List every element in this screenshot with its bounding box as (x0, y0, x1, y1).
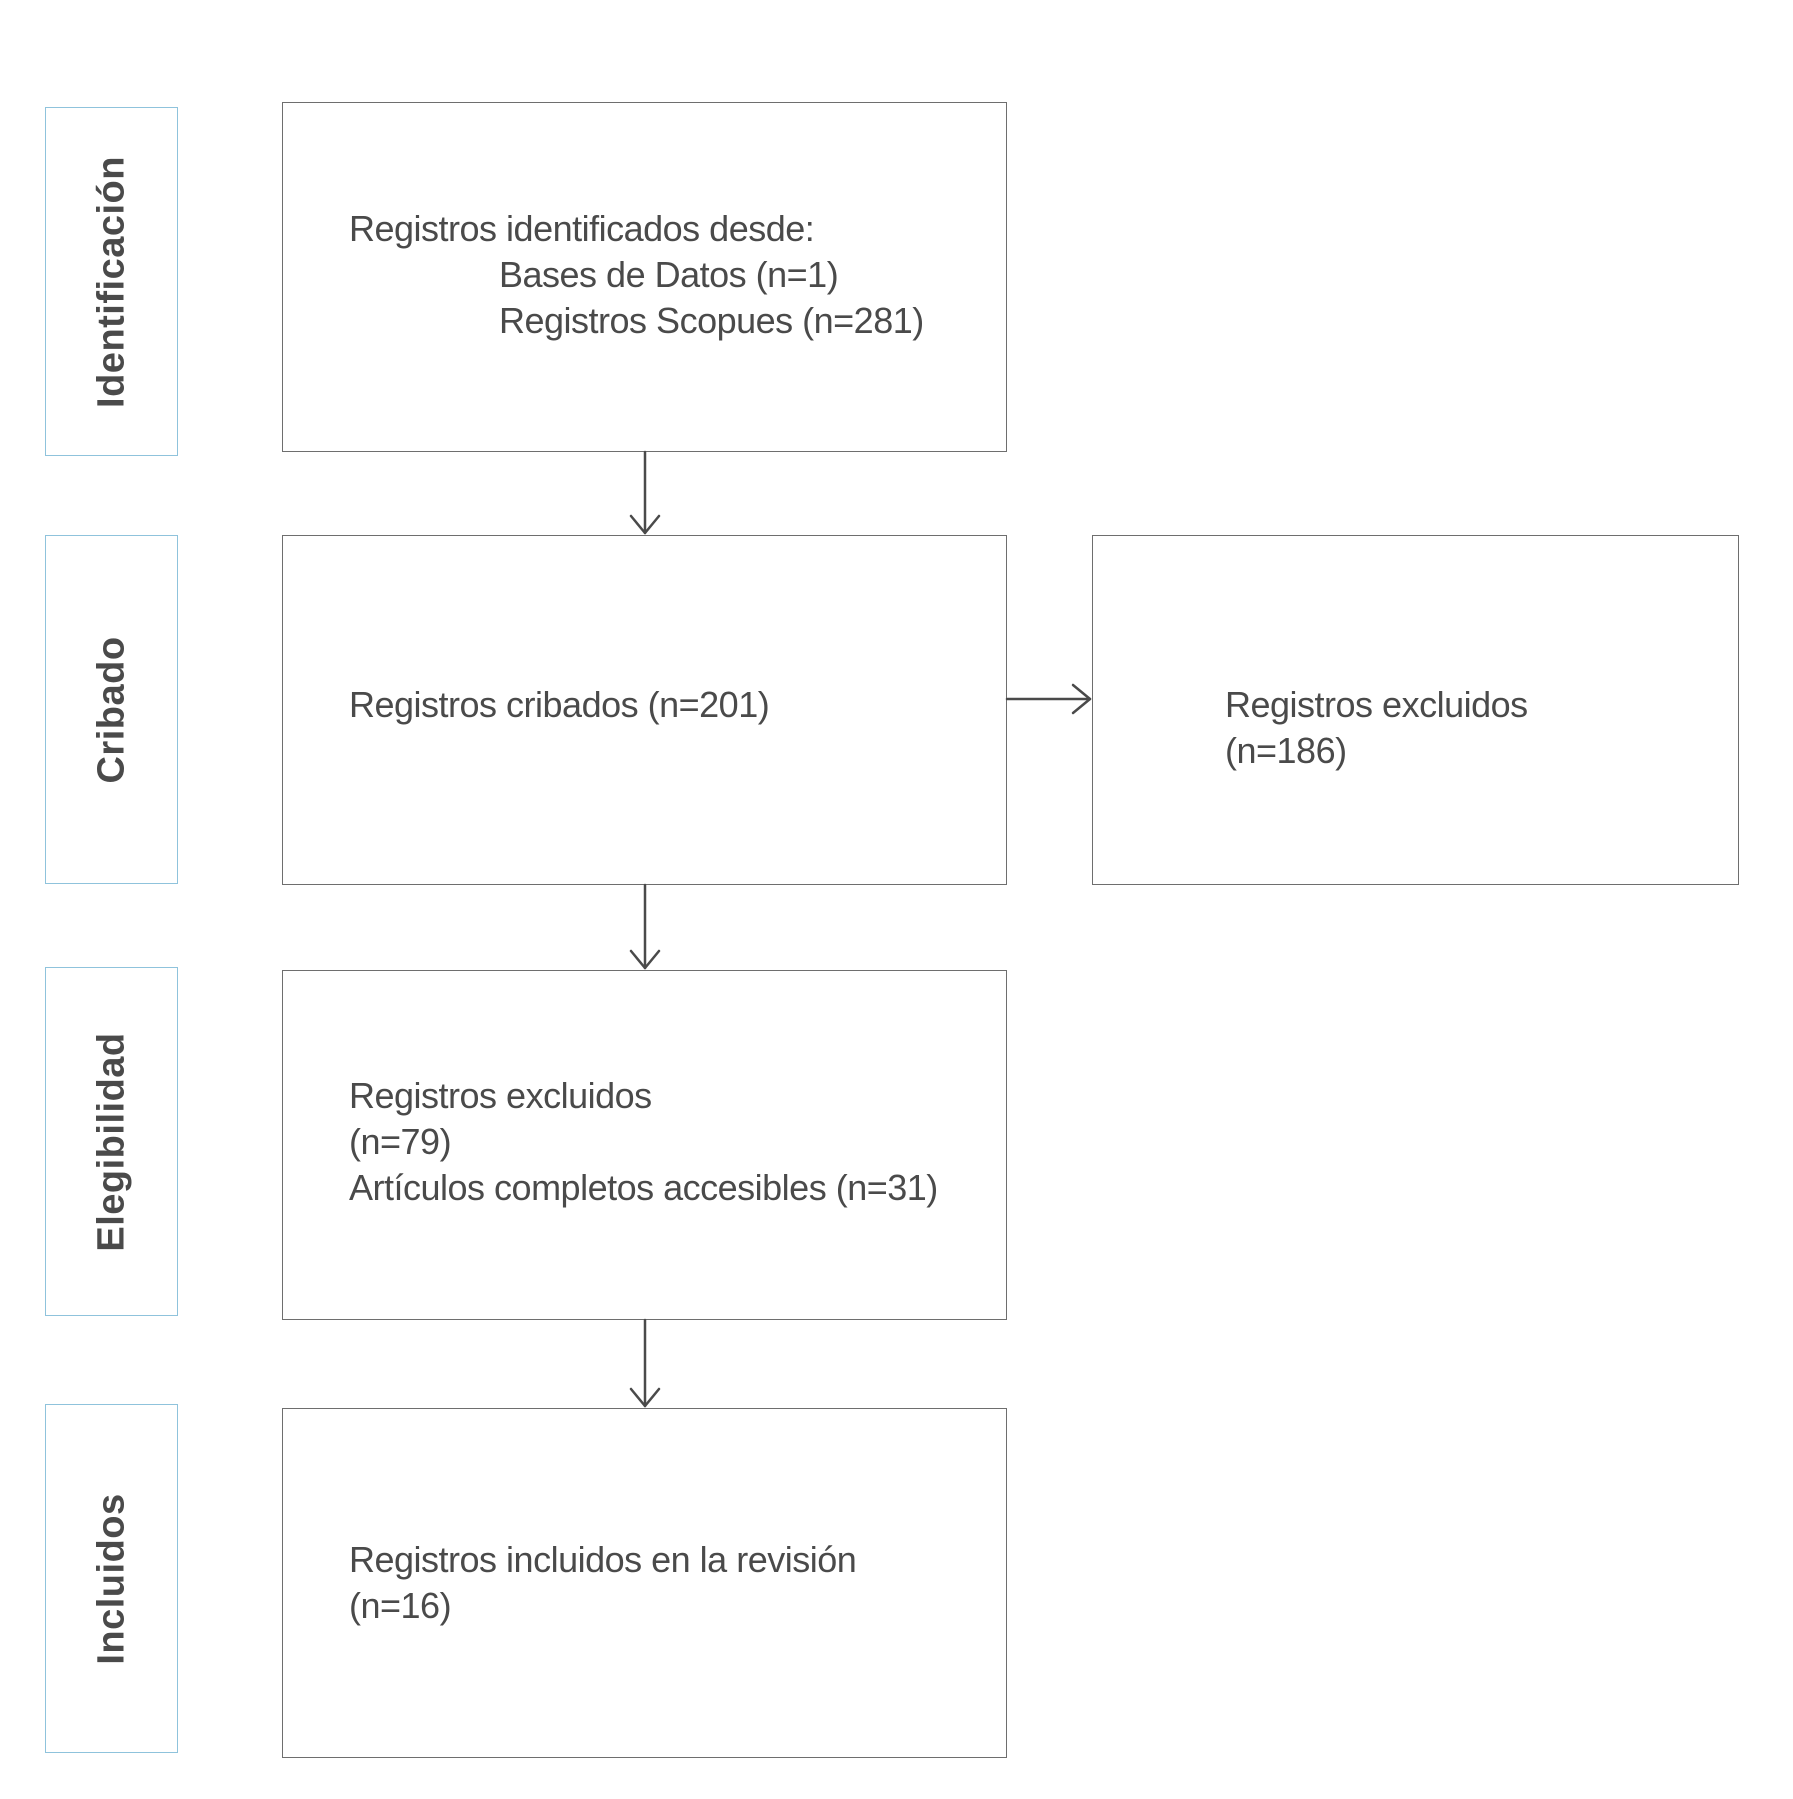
eligibility-excluded-count: (n=79) (349, 1121, 452, 1162)
eligibility-box: Registros excluidos (n=79) Artículos com… (282, 970, 1007, 1320)
arrow-eligibility-to-included (629, 1318, 661, 1408)
stage-included-label: Incluidos (90, 1492, 132, 1665)
excluded-screening-count: (n=186) (1225, 730, 1347, 771)
identified-databases: Bases de Datos (n=1) (499, 254, 839, 295)
eligibility-full-text-articles: Artículos completos accesibles (n=31) (349, 1167, 938, 1208)
stage-eligibility-box: Elegibilidad (45, 967, 178, 1316)
identified-scopus-records: Registros Scopues (n=281) (499, 300, 924, 341)
eligibility-excluded-label: Registros excluidos (349, 1075, 652, 1116)
arrow-identified-to-screened (629, 450, 661, 535)
included-records-text: Registros incluidos en la revisión (n=16… (349, 1537, 857, 1629)
identified-records-box: Registros identificados desde: Bases de … (282, 102, 1007, 452)
excluded-screening-text: Registros excluidos (n=186) (1225, 682, 1528, 774)
stage-screening-box: Cribado (45, 535, 178, 884)
excluded-screening-box: Registros excluidos (n=186) (1092, 535, 1739, 885)
stage-identification-label: Identificación (90, 155, 132, 408)
excluded-screening-label: Registros excluidos (1225, 684, 1528, 725)
arrow-screened-to-eligibility (629, 883, 661, 970)
arrow-screened-to-excluded (1005, 683, 1092, 715)
stage-screening-label: Cribado (90, 635, 132, 784)
identified-heading: Registros identificados desde: (349, 208, 815, 249)
screened-records-box: Registros cribados (n=201) (282, 535, 1007, 885)
included-count: (n=16) (349, 1585, 452, 1626)
screened-count: Registros cribados (n=201) (349, 684, 770, 725)
included-records-box: Registros incluidos en la revisión (n=16… (282, 1408, 1007, 1758)
eligibility-text: Registros excluidos (n=79) Artículos com… (349, 1073, 938, 1211)
identified-records-text: Registros identificados desde: Bases de … (349, 206, 924, 344)
included-label: Registros incluidos en la revisión (349, 1539, 857, 1580)
screened-records-text: Registros cribados (n=201) (349, 682, 770, 728)
stage-eligibility-label: Elegibilidad (90, 1031, 132, 1252)
stage-identification-box: Identificación (45, 107, 178, 456)
stage-included-box: Incluidos (45, 1404, 178, 1753)
